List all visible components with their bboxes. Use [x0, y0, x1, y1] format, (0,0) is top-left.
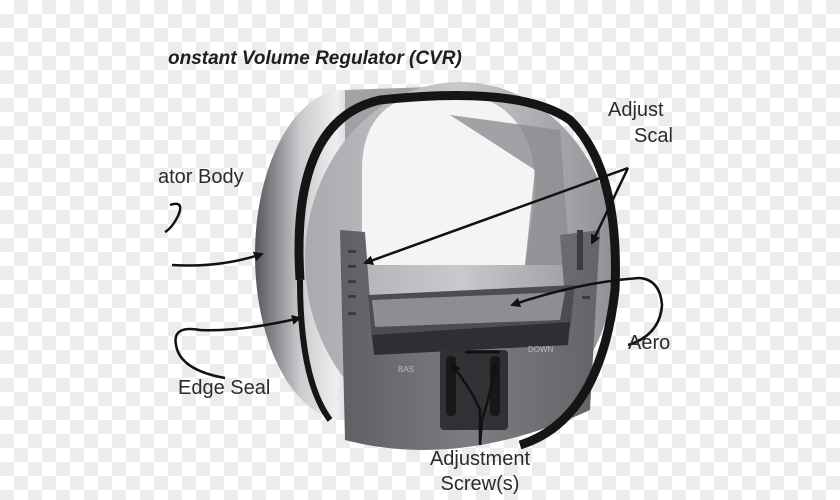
leader-aero: [510, 276, 664, 347]
plate-text-right: DOWN: [528, 345, 554, 354]
leader-screw-b: [478, 363, 500, 446]
label-adjustment-line2: Screw(s): [440, 473, 520, 495]
leader-lines: [164, 166, 664, 446]
edge-seal-shape: [294, 91, 620, 450]
damper-housing: [305, 82, 615, 450]
leader-scale-a: [363, 166, 629, 265]
label-regulator-body: ator Body: [158, 166, 244, 188]
label-adjust-line2: Scal: [634, 125, 673, 147]
label-edge-seal: Edge Seal: [178, 377, 271, 399]
label-adjustment-line1: Adjustment: [429, 448, 531, 470]
leader-regulator-body: [164, 202, 182, 234]
label-adjust-line1: Adjust: [608, 99, 664, 121]
diagram-title: onstant Volume Regulator (CVR): [168, 48, 462, 69]
leader-edge-seal: [174, 314, 302, 380]
label-aero: Aero: [628, 332, 671, 354]
leader-screw-a: [450, 363, 482, 445]
plate-text-left: BAS: [398, 365, 414, 374]
leader-scale-b: [590, 167, 630, 245]
leader-body-arrow: [171, 251, 264, 267]
